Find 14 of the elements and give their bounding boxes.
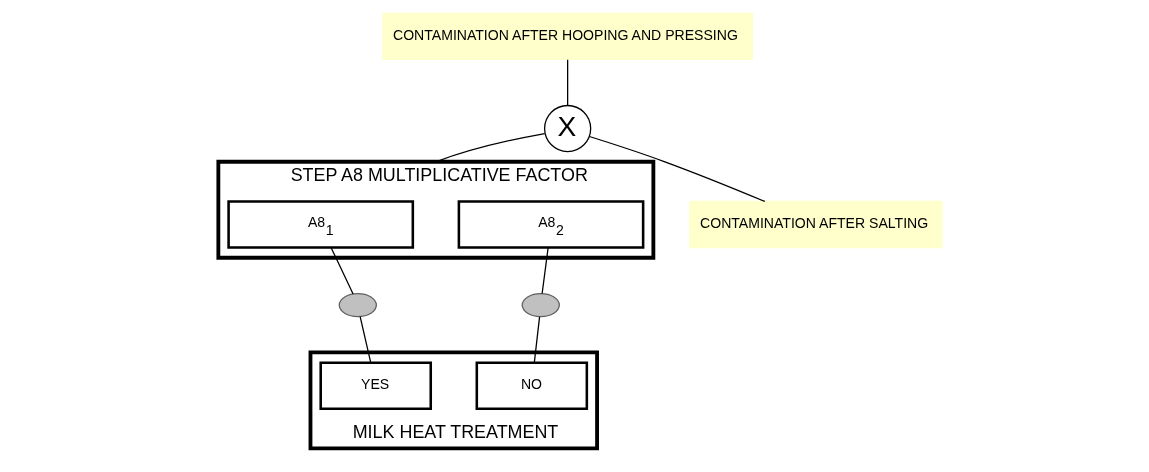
node-circle: X xyxy=(543,104,591,153)
node-box: YES xyxy=(318,361,432,410)
node-circle xyxy=(338,292,377,318)
node-box: CONTAMINATION AFTER SALTING xyxy=(688,200,942,249)
connector xyxy=(541,247,549,295)
connector xyxy=(359,315,371,363)
connector xyxy=(588,135,765,203)
node-box: CONTAMINATION AFTER HOOPING AND PRESSING xyxy=(381,12,753,61)
connector xyxy=(566,59,568,106)
connector xyxy=(330,247,354,295)
connector xyxy=(434,132,545,163)
node-circle xyxy=(521,292,560,318)
node-box: NO xyxy=(475,361,588,410)
connector xyxy=(533,316,540,364)
